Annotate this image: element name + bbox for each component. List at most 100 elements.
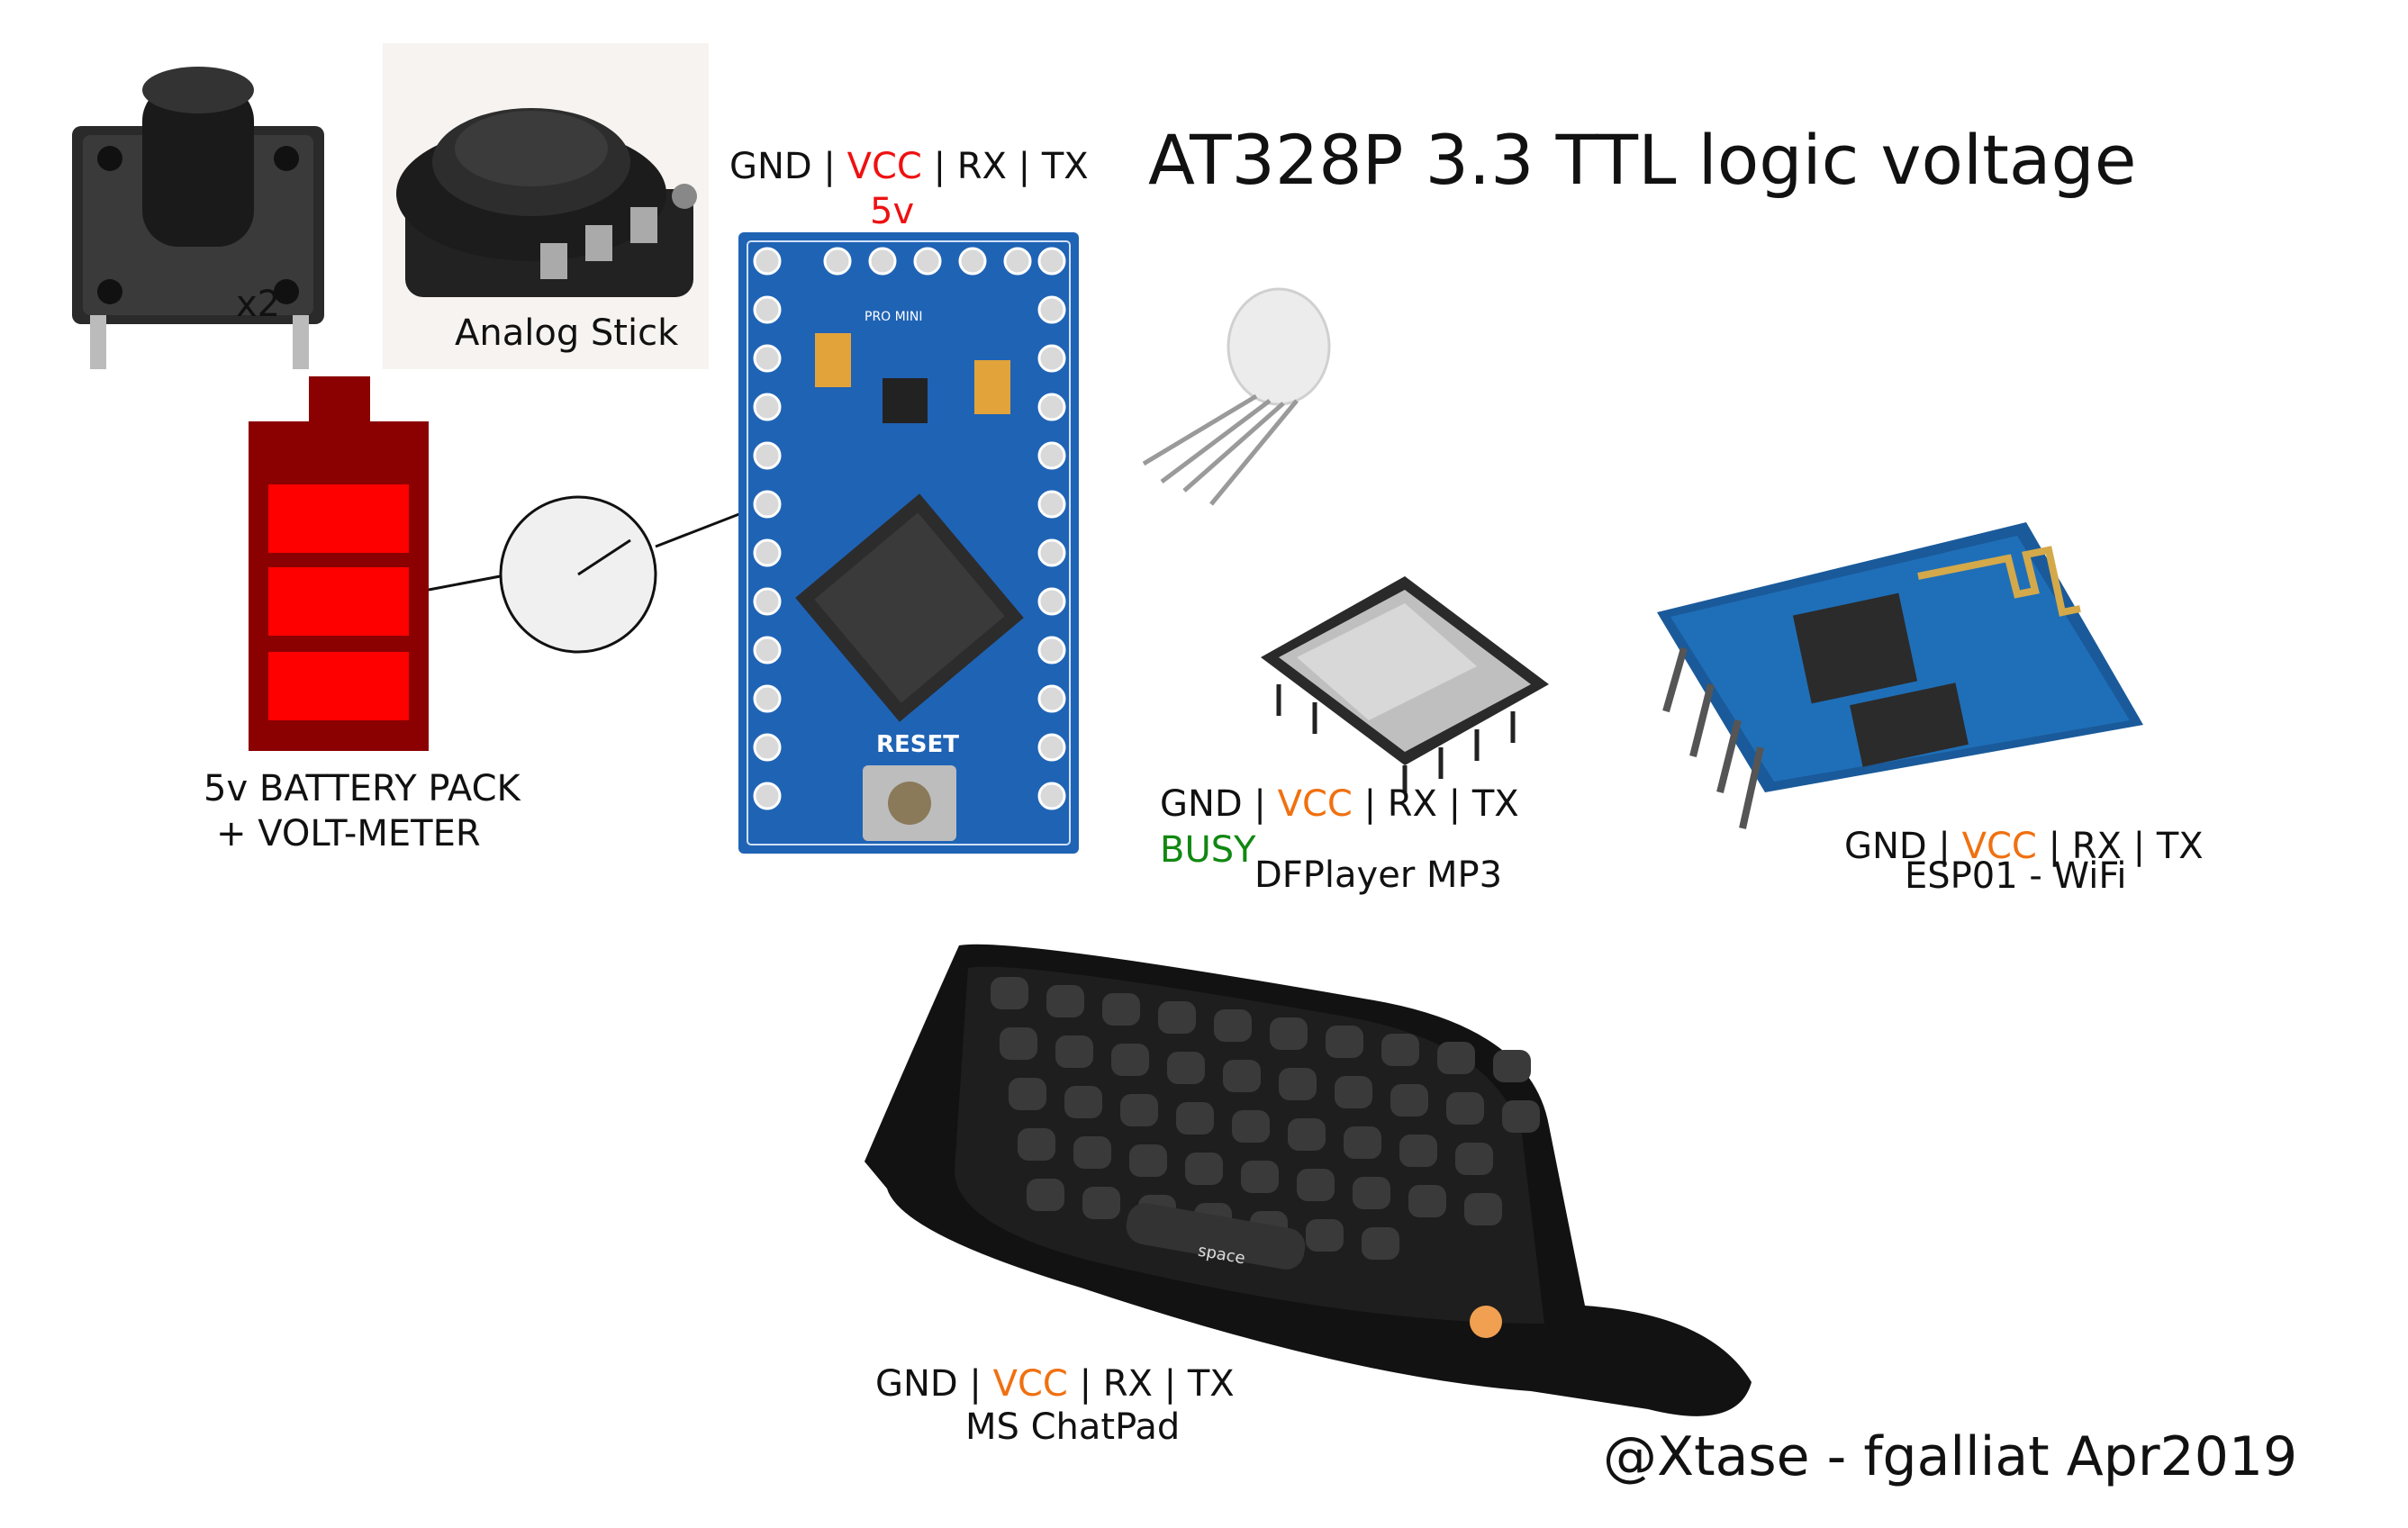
pin-pad [753,684,782,713]
chatpad-label: MS ChatPad [965,1406,1181,1448]
pin-pad [913,247,942,276]
pin-pad [1037,490,1066,519]
chatpad-key [1018,1128,1055,1161]
esp01-module-image [1657,522,2143,829]
chatpad-key [1326,1026,1363,1058]
esp01-tx-label: TX [2156,826,2204,867]
pin-pad [753,782,782,810]
chatpad-key [1223,1060,1261,1092]
chatpad-key [1055,1035,1093,1068]
chatpad-key [1288,1118,1326,1151]
chatpad-key [1185,1153,1223,1185]
pin-pad [753,733,782,762]
separator: | [957,1363,993,1405]
dfplayer-module-image [1261,576,1549,792]
arduino-pin-labels: GND | VCC | RX | TX [729,149,1089,185]
pin-pad [1037,782,1066,810]
chatpad-key [1408,1185,1446,1217]
pin-pad [1003,247,1032,276]
battery-label-line2: + VOLT-METER [216,813,481,854]
separator: | [921,146,957,187]
separator: | [1352,783,1388,825]
chatpad-key [1270,1017,1308,1050]
pin-pad [753,636,782,665]
chatpad-key [1027,1179,1064,1211]
separator: | [2121,826,2157,867]
esp01-pin-labels: GND | VCC | RX | TX [1844,828,2204,864]
analog-stick-label: Analog Stick [455,312,679,354]
chatpad-pin-labels: GND | VCC | RX | TX [875,1366,1235,1402]
dfplayer-gnd-label: GND [1160,783,1243,825]
pin-pad [753,538,782,567]
chatpad-key [991,977,1028,1009]
chatpad-vcc-label: VCC [992,1363,1068,1405]
battery-label-line1: 5v BATTERY PACK [204,768,521,809]
chatpad-tx-label: TX [1187,1363,1235,1405]
chatpad-key [1455,1143,1493,1175]
chatpad-key [1390,1084,1428,1117]
chatpad-key [1353,1177,1390,1209]
chatpad-key [1167,1052,1205,1084]
esp01-rx-label: RX [2071,826,2122,867]
pin-pad [958,247,987,276]
pin-pad [753,587,782,616]
separator: | [1436,783,1472,825]
pin-pad [1037,295,1066,324]
pin-pad [1037,733,1066,762]
arduino-rx-label: RX [956,146,1007,187]
chatpad-key [1241,1161,1279,1193]
pin-pad [1037,247,1066,276]
pin-pad [753,344,782,373]
pin-pad [1037,344,1066,373]
chatpad-key [1111,1044,1149,1076]
push-button-image [72,67,324,369]
chatpad-key [1502,1100,1540,1133]
separator: | [1926,826,1962,867]
chatpad-key [1306,1219,1344,1252]
chatpad-key [1437,1042,1475,1074]
separator: | [2036,826,2072,867]
chatpad-key [1464,1193,1502,1225]
separator: | [811,146,847,187]
chatpad-key [1009,1078,1046,1110]
chatpad-key [1214,1009,1252,1042]
separator: | [1067,1363,1103,1405]
separator: | [1242,783,1278,825]
arduino-gnd-label: GND [729,146,812,187]
volt-meter-icon [428,495,777,654]
chatpad-rx-label: RX [1102,1363,1153,1405]
chatpad-key [1381,1034,1419,1066]
chatpad-key [1129,1144,1167,1177]
pin-pad [1037,393,1066,421]
chatpad-key [1399,1135,1437,1167]
separator: | [1152,1363,1188,1405]
esp01-vcc-label: VCC [1961,826,2037,867]
pin-pad [753,393,782,421]
chatpad-key [1000,1027,1037,1060]
rgb-led-image [1130,287,1331,506]
chatpad-key [1335,1076,1372,1108]
arduino-tx-label: TX [1041,146,1089,187]
chatpad-key [1493,1050,1531,1082]
credit-label: @Xtase - fgalliat Apr2019 [1603,1425,2298,1488]
arduino-vcc-voltage: 5v [870,191,915,232]
pin-pad [823,247,852,276]
pin-pad [1037,538,1066,567]
button-count-label: x2 [236,284,281,325]
chatpad-gnd-label: GND [875,1363,958,1405]
pin-pad [753,441,782,470]
chatpad-key [1064,1086,1102,1118]
chatpad-key [1073,1136,1111,1169]
chatpad-key [1046,985,1084,1017]
dfplayer-rx-label: RX [1387,783,1437,825]
chatpad-key [1082,1187,1120,1219]
esp01-gnd-label: GND [1844,826,1927,867]
chatpad-key [1446,1092,1484,1125]
dfplayer-label: DFPlayer MP3 [1254,854,1503,896]
arduino-vcc-label: VCC [846,146,922,187]
chatpad-key [1120,1094,1158,1126]
chatpad-keyboard-image [865,944,1752,1416]
reset-label: RESET [876,731,960,758]
pin-pad [753,295,782,324]
